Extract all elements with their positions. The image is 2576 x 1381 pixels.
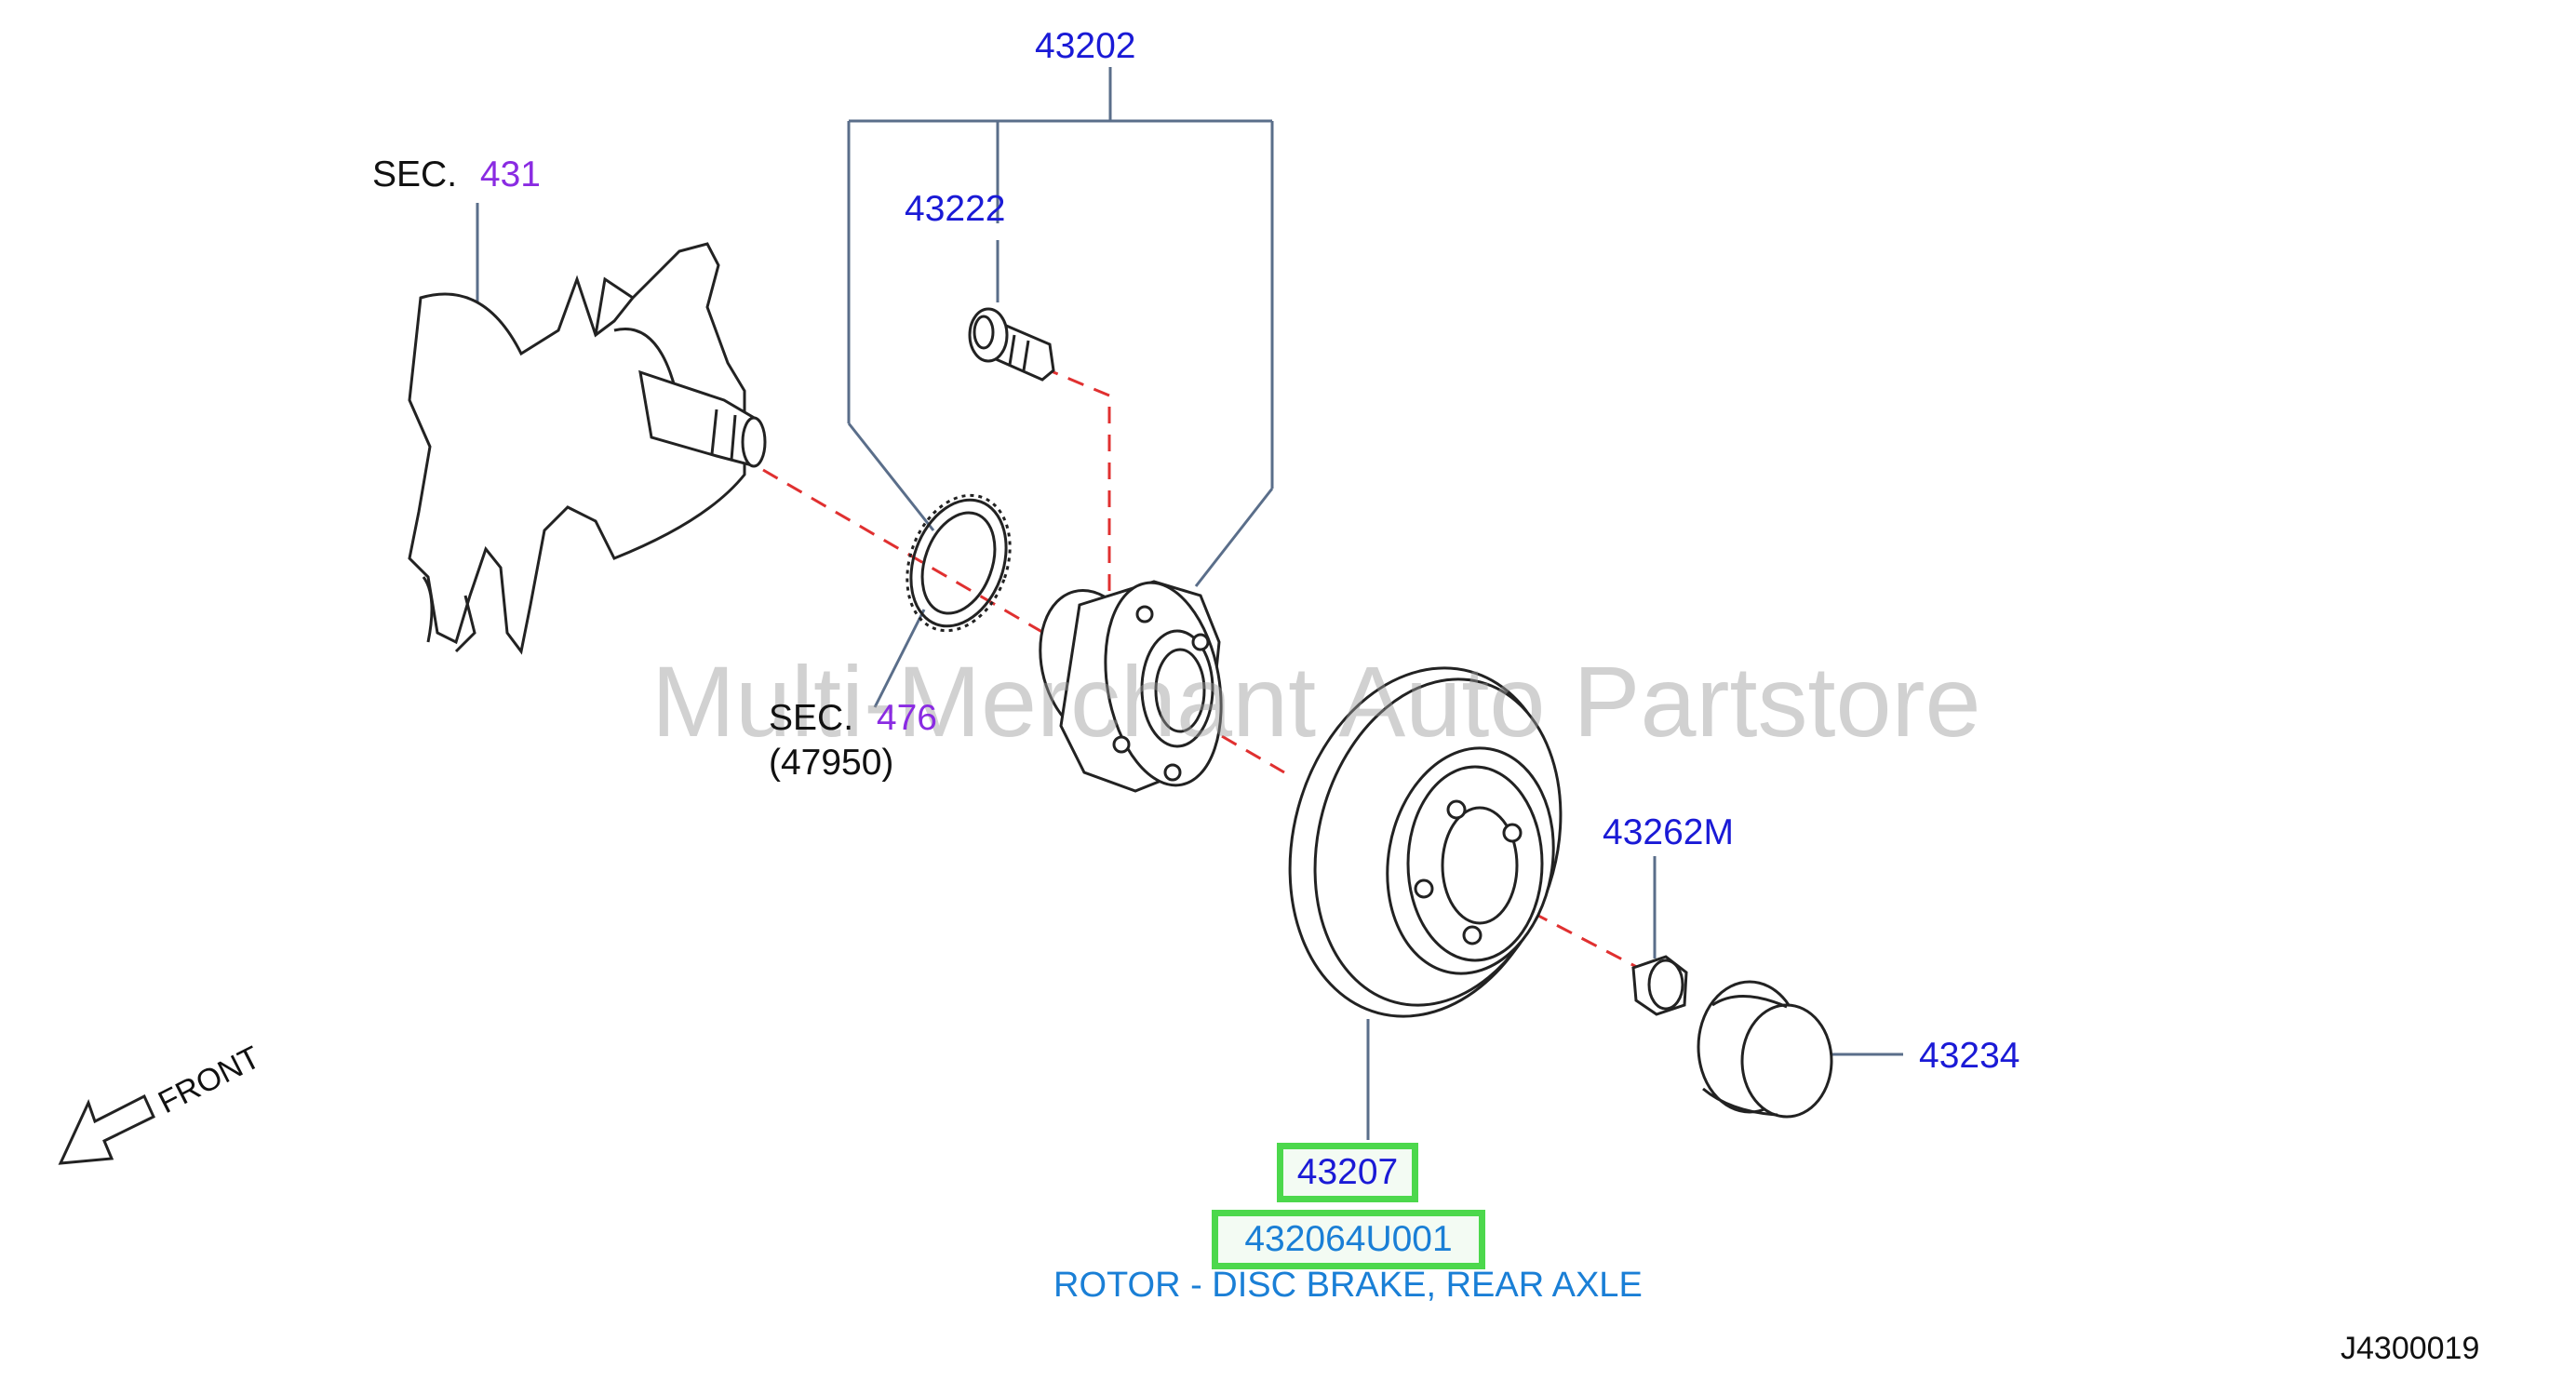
highlight-ref-box[interactable]: 43207 xyxy=(1277,1143,1418,1202)
callout-43262m[interactable]: 43262M xyxy=(1603,812,1734,852)
lock-nut-part xyxy=(1631,955,1688,1016)
part-description: ROTOR - DISC BRAKE, REAR AXLE xyxy=(1053,1266,1643,1305)
grease-cap-part xyxy=(1697,980,1833,1119)
hub-part xyxy=(1039,580,1223,793)
rotor-part xyxy=(1288,666,1563,1018)
bracket-43202 xyxy=(847,67,1274,587)
section-ref-476[interactable]: SEC. 476 xyxy=(769,700,937,736)
callout-43222[interactable]: 43222 xyxy=(905,189,1006,229)
sensor-ring-part xyxy=(906,493,1012,633)
section-ref-431[interactable]: SEC. 431 xyxy=(372,156,541,193)
callout-43202[interactable]: 43202 xyxy=(1035,26,1136,66)
section-prefix: SEC. xyxy=(769,698,854,738)
section-prefix: SEC. xyxy=(372,154,458,194)
callout-43234[interactable]: 43234 xyxy=(1919,1036,2020,1076)
hub-bolt-part xyxy=(968,307,1055,382)
highlight-part-box[interactable]: 432064U001 xyxy=(1212,1210,1485,1269)
section-sub-ref: (47950) xyxy=(769,743,894,783)
knuckle-sketch xyxy=(408,242,767,655)
section-number[interactable]: 476 xyxy=(876,698,937,738)
section-number[interactable]: 431 xyxy=(479,154,541,194)
front-arrow-icon xyxy=(58,1093,155,1165)
watermark: Multi-Merchant Auto Partstore xyxy=(651,645,1981,758)
diagram-code: J4300019 xyxy=(2341,1331,2480,1366)
highlight-ref-number: 43207 xyxy=(1296,1152,1399,1192)
leader-sec-476 xyxy=(873,609,926,708)
highlight-part-number: 432064U001 xyxy=(1244,1219,1453,1259)
